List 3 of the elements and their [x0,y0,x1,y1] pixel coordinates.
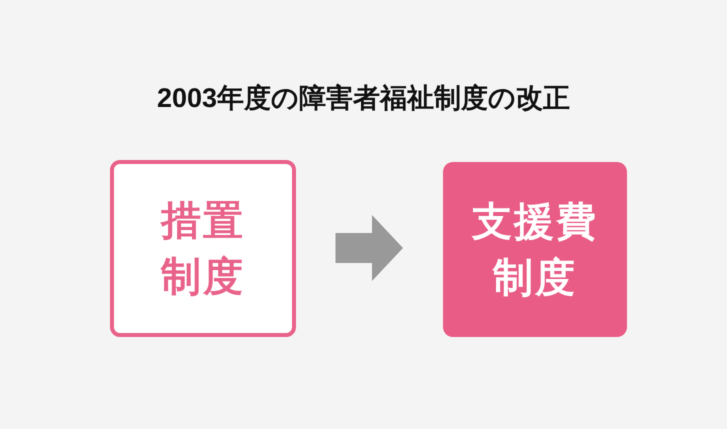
title: 2003年度の障害者福祉制度の改正 [156,82,570,115]
filled-box: 支援費制度 [443,162,627,337]
outlined-box: 措置制度 [110,160,296,337]
